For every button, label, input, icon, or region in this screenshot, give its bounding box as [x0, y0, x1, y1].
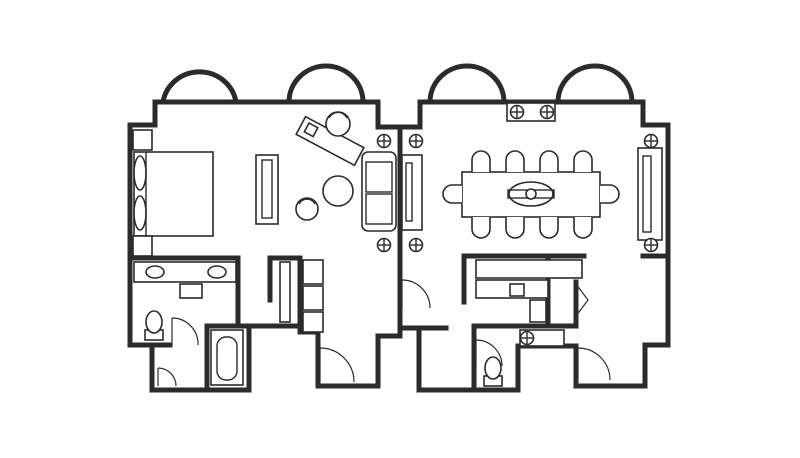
- toilet-icon: [483, 356, 503, 387]
- dining-chair: [539, 217, 559, 239]
- dining-chair: [442, 184, 462, 204]
- ceiling-light-icon: [509, 104, 525, 120]
- dining-room: [442, 102, 663, 241]
- sink-icon: [207, 265, 227, 279]
- closet-cabinet: [302, 285, 324, 311]
- dining-chair: [600, 184, 620, 204]
- entry-door-left: [319, 347, 355, 383]
- bay-windows: [160, 63, 635, 105]
- nightstand: [132, 129, 153, 151]
- ceiling-light-icon: [408, 133, 424, 149]
- closet-cabinet: [302, 311, 324, 333]
- ceiling-light-icon: [519, 330, 535, 346]
- bay-window-4: [555, 63, 635, 105]
- dining-chair: [471, 217, 491, 239]
- counter: [475, 259, 583, 279]
- bedroom: [132, 129, 279, 257]
- bay-window-2: [286, 63, 366, 105]
- sofa: [361, 151, 397, 232]
- ceiling-light-icon: [376, 237, 392, 253]
- ceiling-light-icon: [643, 237, 659, 253]
- centerpiece: [507, 181, 555, 207]
- dining-chair: [471, 150, 491, 172]
- sideboard: [637, 147, 663, 241]
- ceiling-light-icon: [643, 133, 659, 149]
- powder-room: [475, 339, 503, 387]
- dining-chair: [505, 217, 525, 239]
- bay-window-3: [427, 63, 507, 105]
- dining-chairs: [442, 150, 620, 239]
- bed: [133, 151, 214, 237]
- dining-chair: [573, 150, 593, 172]
- ceiling-light-icon: [408, 237, 424, 253]
- connecting-door: [401, 279, 431, 309]
- cabinet: [529, 299, 547, 323]
- dining-chair: [539, 150, 559, 172]
- bay-window-1: [160, 69, 239, 105]
- entry-door-right: [577, 347, 611, 381]
- closet-door: [575, 283, 589, 317]
- bathroom: [133, 261, 244, 387]
- sink-icon: [145, 265, 165, 279]
- ceiling-lights: [376, 104, 659, 346]
- dining-chair: [505, 150, 525, 172]
- shelf: [279, 261, 291, 323]
- ceiling-light-icon: [539, 104, 555, 120]
- nightstand: [132, 235, 153, 257]
- armchair: [325, 111, 351, 137]
- living-area: [279, 111, 423, 333]
- toilet-icon: [144, 310, 164, 341]
- wardrobe: [255, 154, 279, 225]
- ceiling-light-icon: [376, 133, 392, 149]
- pillow: [133, 195, 147, 231]
- round-table: [322, 175, 354, 207]
- bathtub: [210, 329, 244, 386]
- dining-chair: [573, 217, 593, 239]
- cabinet: [509, 283, 525, 297]
- armchair: [295, 197, 319, 221]
- cabinet: [179, 283, 203, 299]
- pillow: [133, 155, 147, 191]
- closet-cabinet: [302, 259, 324, 285]
